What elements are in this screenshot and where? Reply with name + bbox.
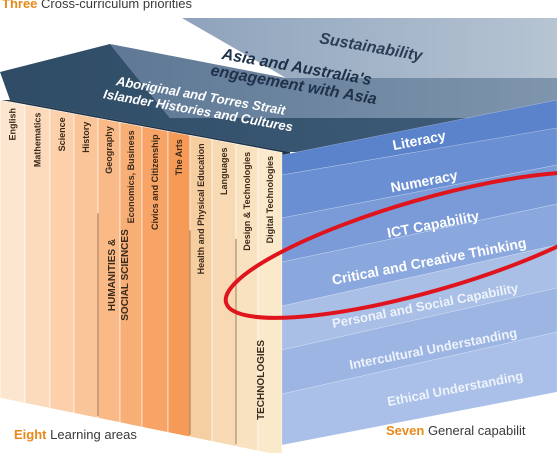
caption-highlight: Eight: [14, 427, 47, 442]
caption-text: Learning areas: [50, 427, 137, 442]
learning-area-label: Science: [57, 117, 67, 151]
caption-text: Cross-curriculum priorities: [41, 0, 192, 11]
learning-area-label: Health and Physical Education: [196, 143, 206, 274]
caption-highlight: Three: [2, 0, 38, 11]
humanities-group-label: SOCIAL SCIENCES: [120, 229, 131, 321]
learning-area-label: Design & Technologies: [242, 152, 252, 251]
learning-areas-face: English Mathematics Science History Geograph…: [0, 99, 283, 453]
capability-band: [281, 127, 557, 219]
priority-band-asia: [110, 44, 557, 118]
learning-area-label: Digital Technologies: [265, 156, 275, 243]
humanities-group-label: HUMANITIES &: [107, 239, 118, 311]
annotation-ellipse: [223, 170, 557, 320]
learning-area-label: History: [81, 122, 91, 153]
capability-band: [281, 331, 557, 446]
capability-band: [281, 99, 557, 176]
learning-area-column: [257, 147, 283, 453]
learning-area-column: [167, 130, 191, 438]
caption-text: General capabilit: [427, 423, 526, 438]
caption-highlight: Seven: [386, 423, 425, 438]
learning-areas-caption: Eight Learning areas: [14, 427, 137, 442]
learning-area-label: English: [8, 108, 18, 141]
capability-band: [281, 244, 557, 351]
learning-area-column: [49, 108, 75, 414]
learning-area-column: [73, 113, 99, 419]
learning-area-label: The Arts: [174, 139, 184, 175]
learning-area-label: Civics and Citizenship: [150, 134, 160, 230]
cross-curriculum-caption: Three Cross-curriculum priorities: [2, 0, 192, 11]
capability-band: [281, 287, 557, 395]
capability-band: [281, 164, 557, 263]
learning-area-label: Mathematics: [33, 113, 43, 168]
priority-band-aboriginal: [0, 44, 557, 152]
priority-band-sustainability: [182, 18, 557, 78]
capabilities-caption: Seven General capabilit: [386, 423, 526, 438]
learning-area-label: Economics, Business: [126, 130, 136, 223]
technologies-group-label: TECHNOLOGIES: [256, 340, 267, 420]
learning-area-label: Languages: [219, 147, 229, 195]
capability-band: [281, 203, 557, 307]
learning-area-label: Geography: [104, 126, 114, 174]
learning-area-column: [0, 99, 26, 404]
